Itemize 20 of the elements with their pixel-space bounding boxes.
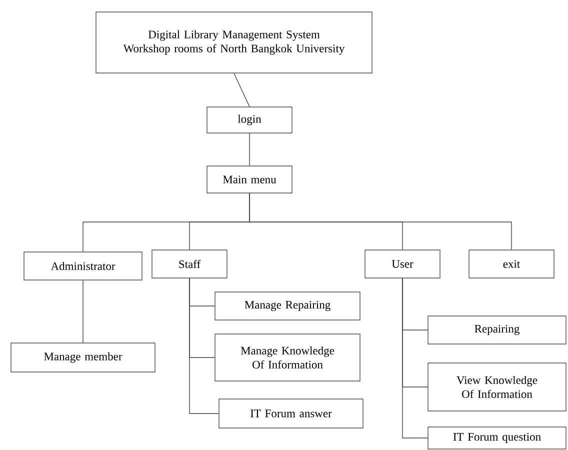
- menu-box: Main menu: [206, 166, 292, 194]
- connector-line: [402, 278, 428, 438]
- menu-box: Digital Library Management System Workshop rooms of North Bangkok University: [96, 12, 372, 74]
- connector-line: [249, 193, 512, 250]
- connector-line: [189, 278, 219, 414]
- menu-box: Staff: [152, 250, 228, 278]
- connector-line: [82, 280, 84, 343]
- menu-box: Repairing: [428, 316, 566, 344]
- menu-box: Manage Knowledge Of Information: [214, 334, 360, 382]
- menu-box: IT Forum answer: [218, 398, 364, 428]
- menu-box: User: [364, 250, 440, 278]
- menu-box: Manage member: [10, 342, 156, 372]
- menu-box: exit: [468, 250, 554, 278]
- connector-line: [249, 133, 250, 166]
- connector-line: [234, 73, 250, 107]
- menu-box: View Knowledge Of Information: [428, 362, 566, 412]
- menu-box: login: [206, 106, 292, 134]
- menu-box: Administrator: [24, 252, 142, 280]
- menu-box: IT Forum question: [428, 426, 566, 450]
- menu-box: Manage Repairing: [214, 292, 360, 320]
